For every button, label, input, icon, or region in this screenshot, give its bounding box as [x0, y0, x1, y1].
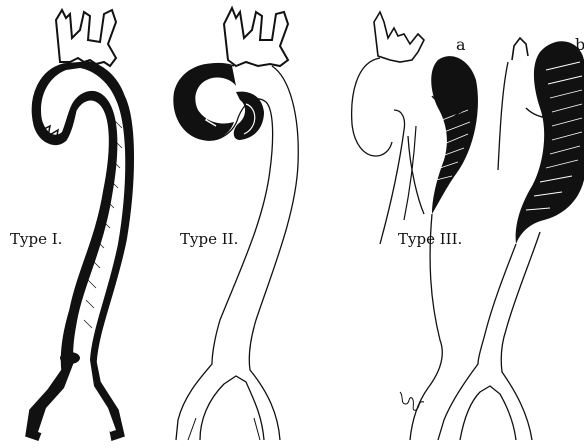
- type-3a-descending-line: [404, 126, 416, 220]
- type-2-arch-branches-icon: [224, 8, 288, 66]
- type-2-iliac-lines: [188, 418, 260, 440]
- type-3a-sublabel: a: [456, 35, 466, 54]
- type-3a-aorta-outline: [352, 58, 424, 244]
- type-1-label: Type I.: [10, 230, 62, 248]
- type-3a-false-lumen: [431, 56, 478, 214]
- type-3b-false-lumen: [516, 41, 584, 244]
- type-1-aorta: [26, 10, 133, 440]
- type-3a-arch-branches-icon: [374, 12, 424, 62]
- type-2-label: Type II.: [180, 230, 238, 248]
- type-1-bifurcation: [60, 352, 80, 364]
- type-2-false-lumen: [173, 63, 236, 140]
- type-1-arch-branches-icon: [56, 10, 116, 66]
- type-3b-arch-branches-icon: [512, 38, 528, 60]
- type-2-aorta: [173, 8, 298, 440]
- type-3b-sublabel: b: [575, 35, 584, 54]
